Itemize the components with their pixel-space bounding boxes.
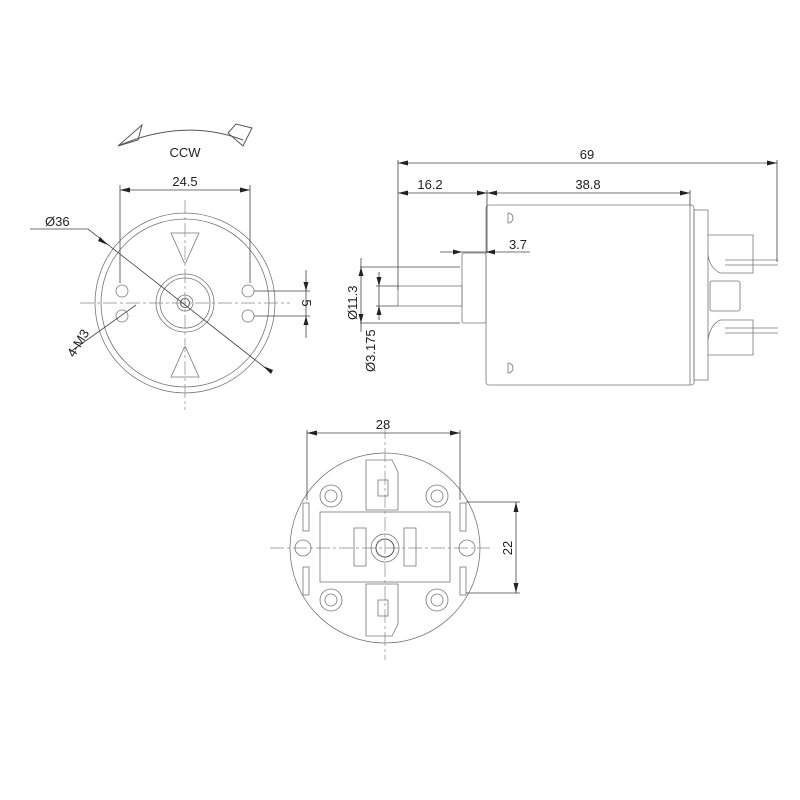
shaft: [397, 285, 463, 307]
rear-view: 28 22: [270, 417, 520, 660]
bridge-plate: [319, 511, 451, 583]
shaft-boss: [461, 252, 487, 324]
dim-shaft-diameter: Ø3.175: [363, 329, 378, 372]
dim-boss-diameter: Ø11.3: [345, 286, 360, 320]
dim-height: 22: [500, 541, 515, 555]
dim-boss-length: 3.7: [509, 237, 527, 252]
terminal-top: [365, 459, 399, 511]
rear-bosses: [294, 484, 476, 612]
dim-holes: 4-M3: [64, 327, 92, 360]
ccw-rotation-arrow-icon: [117, 123, 253, 147]
front-view: CCW 24.5 Ø36 4-M3 5: [30, 123, 314, 410]
rotation-label: CCW: [169, 145, 201, 160]
dim-width: 28: [376, 417, 390, 432]
dim-hole-pitch: 5: [299, 299, 314, 306]
motor-body: [485, 204, 695, 386]
side-view: 69 16.2 38.8 3.7 Ø11.3 Ø3.175: [345, 147, 778, 386]
dim-body-length: 38.8: [575, 177, 600, 192]
dim-shaft-length: 16.2: [417, 177, 442, 192]
terminal-bottom: [365, 583, 399, 637]
vent-triangle-top: [170, 232, 200, 264]
rear-terminals: [693, 209, 778, 381]
dim-diameter: Ø36: [45, 214, 70, 229]
dim-overall-length: 69: [580, 147, 594, 162]
dim-hole-spacing: 24.5: [172, 174, 197, 189]
